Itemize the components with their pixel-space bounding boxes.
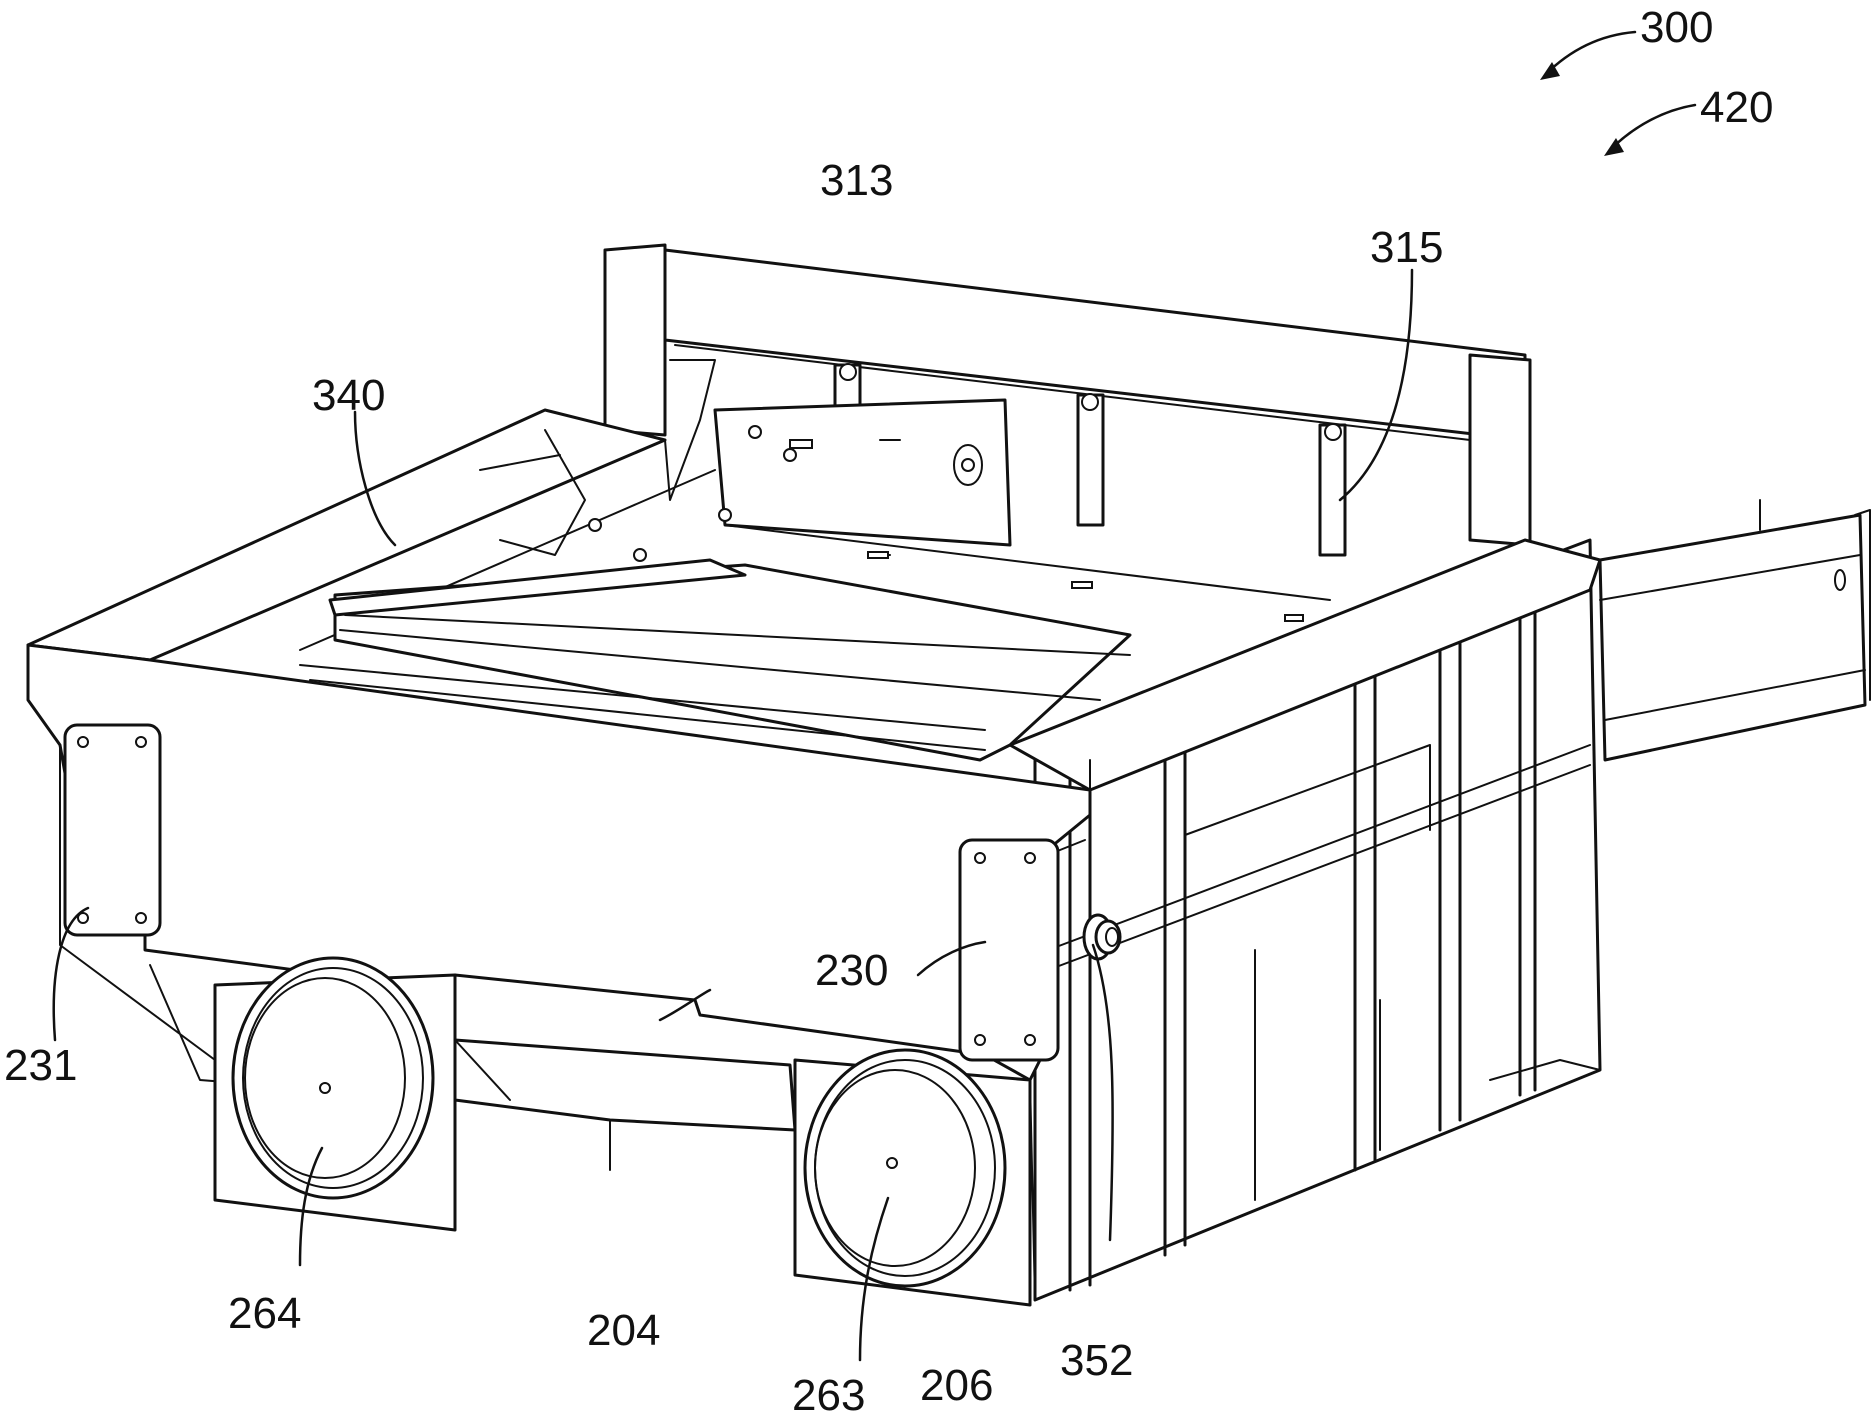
label-313: 313 [820,156,893,205]
label-300: 300 [1640,3,1713,52]
wheel-264 [233,958,433,1198]
label-315: 315 [1370,223,1443,272]
telescoping-rail [1600,500,1870,760]
label-204: 204 [587,1306,660,1355]
side-plate-230 [960,840,1058,1060]
label-263: 263 [792,1371,865,1419]
wheel-263 [805,1050,1005,1286]
label-230: 230 [815,946,888,995]
label-420: 420 [1700,83,1773,132]
side-plate-231 [65,725,160,935]
label-231: 231 [4,1041,77,1090]
label-352: 352 [1060,1336,1133,1385]
label-264: 264 [228,1289,301,1338]
label-206: 206 [920,1361,993,1410]
label-340: 340 [312,371,385,420]
